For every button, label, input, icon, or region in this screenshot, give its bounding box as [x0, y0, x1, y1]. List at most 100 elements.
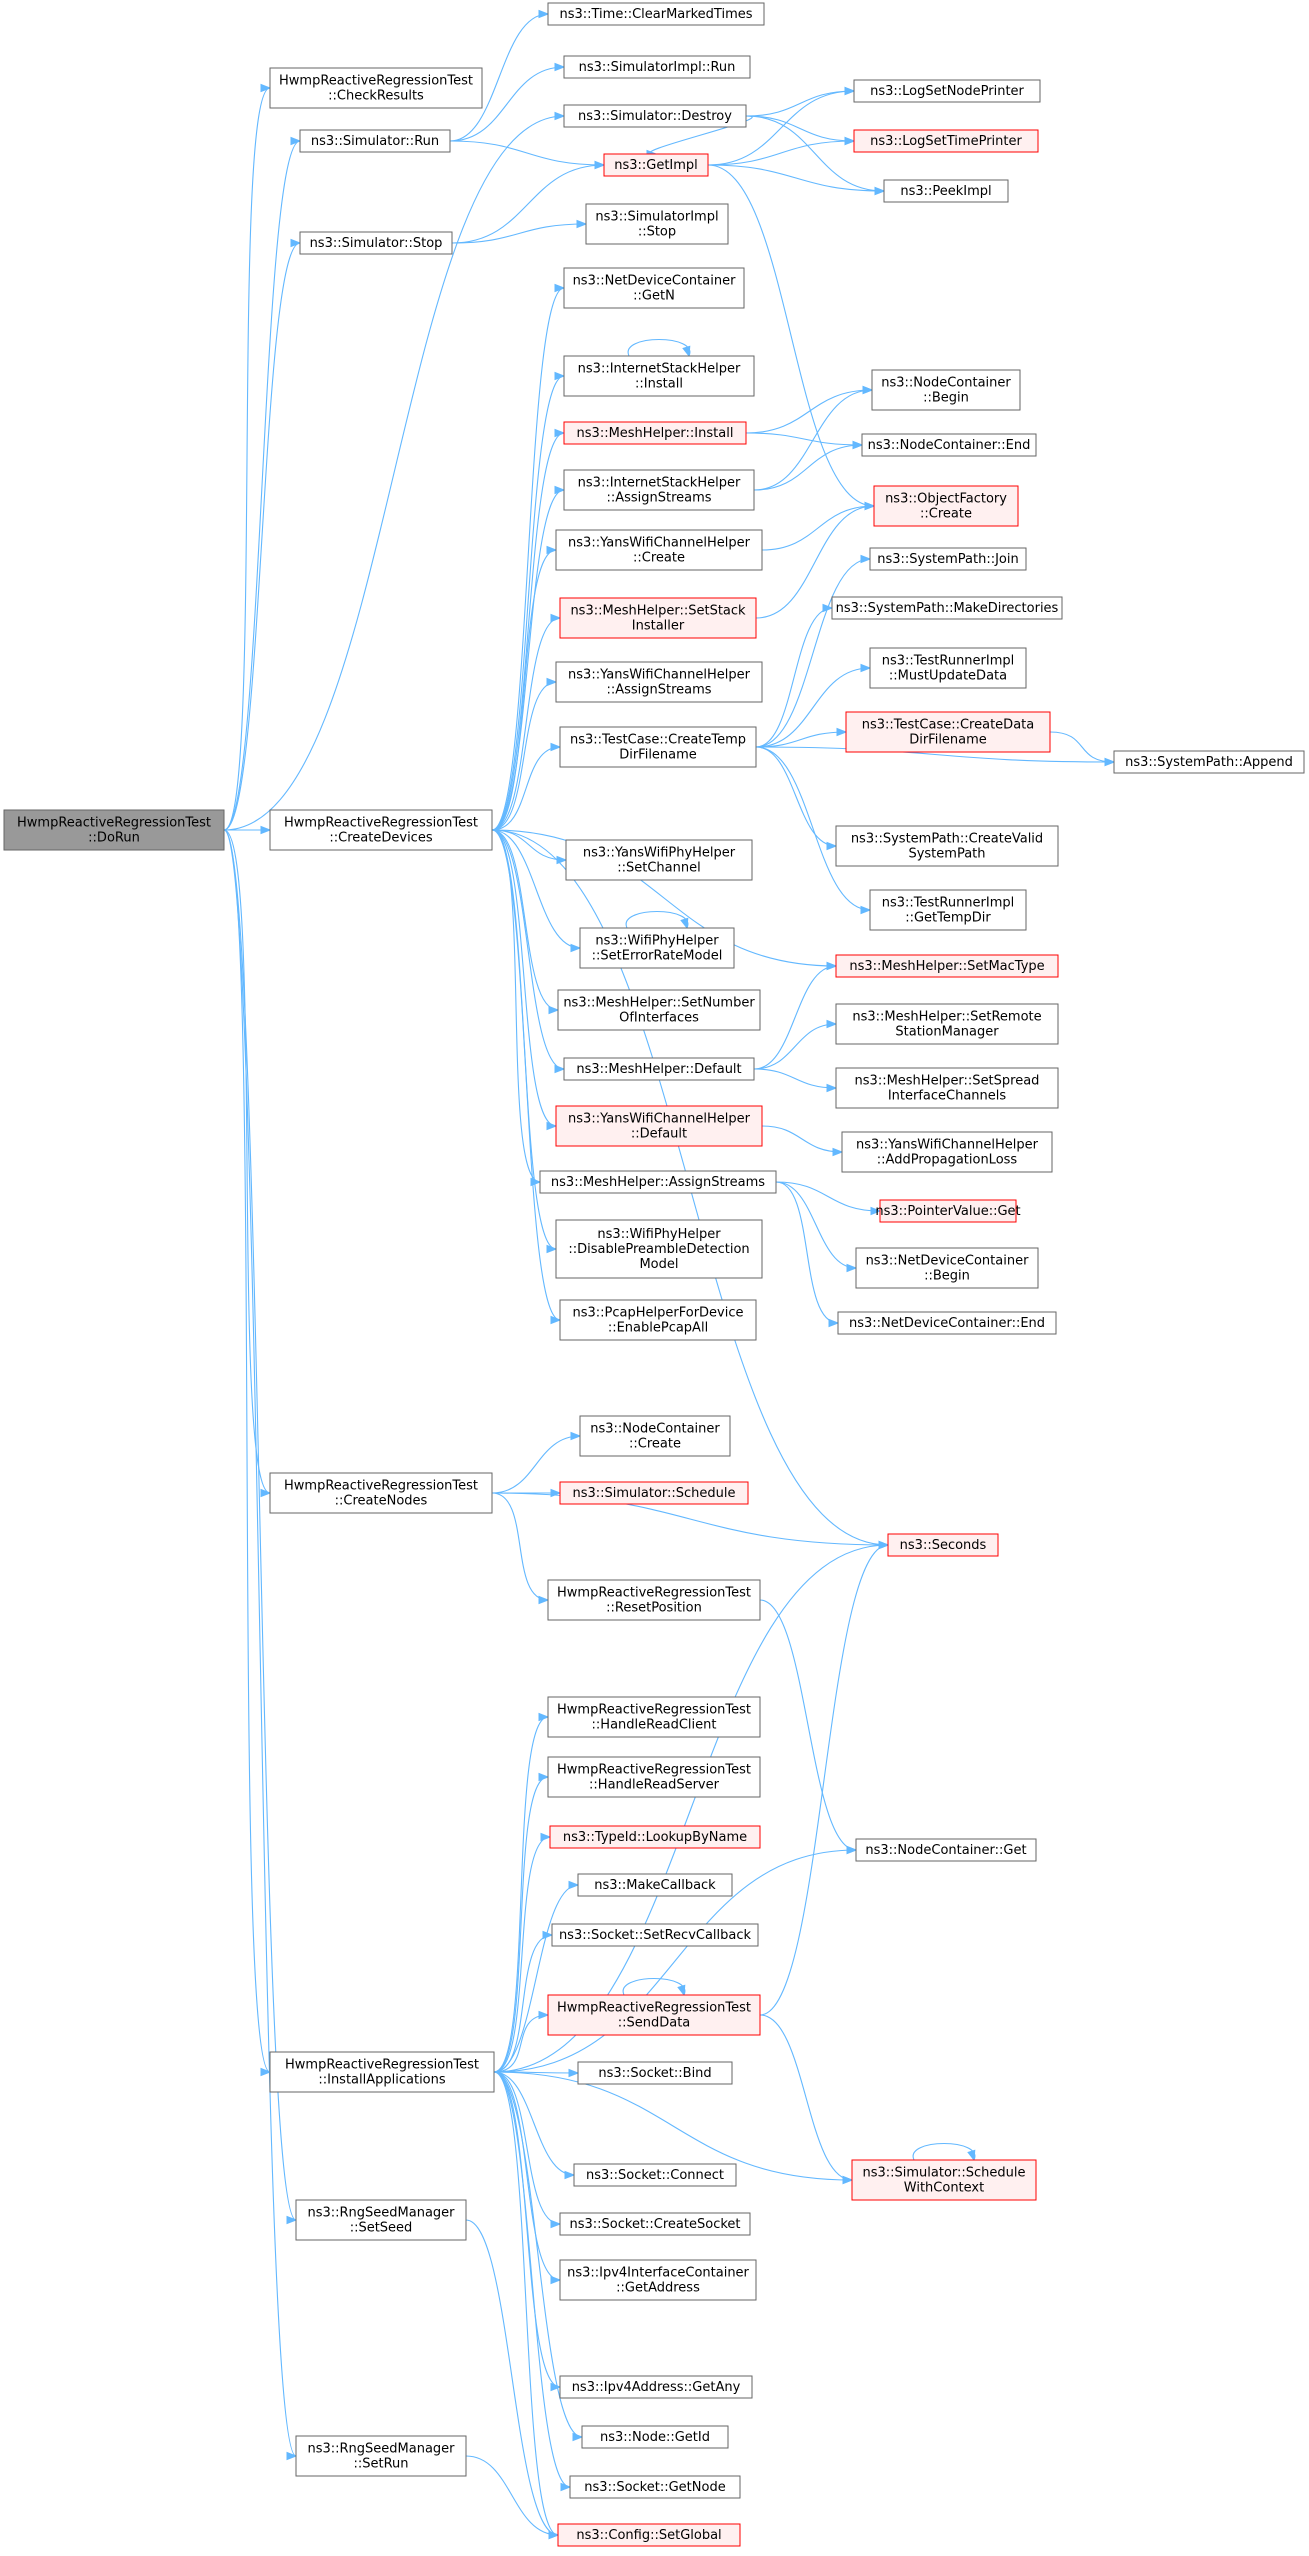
node-box [835, 1003, 1059, 1045]
node-ncget[interactable]: ns3::NodeContainer::Get [855, 1838, 1037, 1862]
node-ywchaddprop[interactable]: ns3::YansWifiChannelHelper::AddPropagati… [841, 1131, 1053, 1173]
edge-tccreatedata-to-spappend [1049, 731, 1115, 763]
arrowhead-createdevices-to-wphdisable [546, 1244, 558, 1254]
node-simrun[interactable]: ns3::Simulator::Run [299, 129, 451, 153]
node-pcapenable[interactable]: ns3::PcapHelperForDevice::EnablePcapAll [559, 1299, 757, 1341]
node-label: DirFilename [909, 733, 987, 748]
node-label: ns3::NodeContainer [881, 376, 1011, 391]
node-checkresults[interactable]: HwmpReactiveRegressionTest::CheckResults [269, 67, 483, 109]
node-simimplrun[interactable]: ns3::SimulatorImpl::Run [563, 55, 751, 79]
node-label: ::SendData [618, 2016, 691, 2031]
node-setrecv[interactable]: ns3::Socket::SetRecvCallback [551, 1923, 759, 1947]
node-ywchassign[interactable]: ns3::YansWifiChannelHelper::AssignStream… [555, 661, 763, 703]
node-label: ns3::YansWifiChannelHelper [568, 668, 751, 683]
node-simstop[interactable]: ns3::Simulator::Stop [299, 231, 453, 255]
edge-installapps-to-socketconnect [493, 2071, 575, 2176]
node-setseed[interactable]: ns3::RngSeedManager::SetSeed [295, 2199, 467, 2241]
node-ishinstall[interactable]: ns3::InternetStackHelper::Install [563, 355, 755, 397]
node-spjoin[interactable]: ns3::SystemPath::Join [869, 547, 1027, 571]
node-createnodes[interactable]: HwmpReactiveRegressionTest::CreateNodes [269, 1472, 493, 1514]
edge-meshassign-to-ndcbegin [775, 1181, 857, 1269]
node-ywchdefault[interactable]: ns3::YansWifiChannelHelper::Default [555, 1105, 763, 1147]
node-spmakedirs[interactable]: ns3::SystemPath::MakeDirectories [831, 596, 1063, 620]
node-resetposition[interactable]: HwmpReactiveRegressionTest::ResetPositio… [547, 1579, 761, 1621]
node-simdestroy[interactable]: ns3::Simulator::Destroy [563, 104, 747, 128]
node-box [603, 153, 709, 177]
node-ipv4getaddr[interactable]: ns3::Ipv4InterfaceContainer::GetAddress [559, 2259, 757, 2301]
node-configsetglobal[interactable]: ns3::Config::SetGlobal [557, 2523, 741, 2547]
node-nccreate[interactable]: ns3::NodeContainer::Create [579, 1415, 731, 1457]
node-box [547, 1579, 761, 1621]
node-createdevices[interactable]: HwmpReactiveRegressionTest::CreateDevice… [269, 809, 493, 851]
node-pointerget[interactable]: ns3::PointerValue::Get [875, 1199, 1021, 1223]
edge-root-to-simrun [223, 140, 301, 831]
arrowhead-createdevices-to-meshsetnumber [548, 1005, 560, 1015]
node-wphseterror[interactable]: ns3::WifiPhyHelper::SetErrorRateModel [579, 927, 735, 969]
node-handleclient[interactable]: HwmpReactiveRegressionTest::HandleReadCl… [547, 1696, 761, 1738]
arrowhead-root-to-createdevices [260, 825, 272, 835]
node-ndcend[interactable]: ns3::NetDeviceContainer::End [837, 1311, 1057, 1335]
node-label: ns3::TestRunnerImpl [882, 654, 1015, 669]
arrowhead-installapps-to-socketcreate [550, 2219, 562, 2229]
node-meshsetspread[interactable]: ns3::MeshHelper::SetSpreadInterfaceChann… [835, 1067, 1059, 1109]
node-makecallback[interactable]: ns3::MakeCallback [577, 1873, 733, 1897]
node-spappend[interactable]: ns3::SystemPath::Append [1113, 750, 1305, 774]
node-lookupbyname[interactable]: ns3::TypeId::LookupByName [549, 1825, 761, 1849]
node-socketcreate[interactable]: ns3::Socket::CreateSocket [559, 2212, 751, 2236]
node-clearmarked[interactable]: ns3::Time::ClearMarkedTimes [547, 2, 765, 26]
node-ywchcreate[interactable]: ns3::YansWifiChannelHelper::Create [555, 529, 763, 571]
node-setrun[interactable]: ns3::RngSeedManager::SetRun [295, 2435, 467, 2477]
node-peekimpl[interactable]: ns3::PeekImpl [883, 179, 1009, 203]
node-logsetnode[interactable]: ns3::LogSetNodePrinter [853, 79, 1041, 103]
node-ipv4getany[interactable]: ns3::Ipv4Address::GetAny [559, 2375, 753, 2399]
node-trgettemp[interactable]: ns3::TestRunnerImpl::GetTempDir [869, 889, 1027, 931]
node-logsettime[interactable]: ns3::LogSetTimePrinter [853, 129, 1039, 153]
node-ncend[interactable]: ns3::NodeContainer::End [861, 433, 1037, 457]
node-nodegetid[interactable]: ns3::Node::GetId [581, 2425, 729, 2449]
node-senddata[interactable]: HwmpReactiveRegressionTest::SendData [547, 1994, 761, 2036]
node-installapps[interactable]: HwmpReactiveRegressionTest::InstallAppli… [269, 2051, 495, 2093]
node-simimplstop[interactable]: ns3::SimulatorImpl::Stop [585, 203, 729, 245]
node-box [861, 433, 1037, 457]
node-label: HwmpReactiveRegressionTest [285, 2058, 479, 2073]
node-label: ns3::SystemPath::Append [1125, 755, 1293, 770]
arrowhead-simstop-to-simimplstop [576, 219, 588, 229]
node-trmustupdate[interactable]: ns3::TestRunnerImpl::MustUpdateData [869, 647, 1027, 689]
node-label: ns3::SystemPath::MakeDirectories [836, 601, 1059, 616]
node-socketconnect[interactable]: ns3::Socket::Connect [573, 2163, 737, 2187]
arrowhead-getimpl-to-logsetnode [844, 86, 856, 96]
node-label: ns3::YansWifiPhyHelper [583, 846, 736, 861]
node-ncbegin[interactable]: ns3::NodeContainer::Begin [871, 369, 1021, 411]
node-label: ns3::PeekImpl [900, 184, 991, 199]
node-wphdisable[interactable]: ns3::WifiPhyHelper::DisablePreambleDetec… [555, 1219, 763, 1279]
node-box [269, 809, 493, 851]
node-meshdefault[interactable]: ns3::MeshHelper::Default [563, 1057, 755, 1081]
node-label: ns3::Simulator::Run [311, 134, 439, 149]
node-simschedule[interactable]: ns3::Simulator::Schedule [559, 1481, 749, 1505]
node-ishassign[interactable]: ns3::InternetStackHelper::AssignStreams [563, 469, 755, 511]
node-getimpl[interactable]: ns3::GetImpl [603, 153, 709, 177]
node-label: ns3::Ipv4Address::GetAny [572, 2380, 741, 2395]
node-root[interactable]: HwmpReactiveRegressionTest::DoRun [3, 809, 225, 851]
node-socketbind[interactable]: ns3::Socket::Bind [577, 2061, 733, 2085]
node-socketgetnode[interactable]: ns3::Socket::GetNode [569, 2475, 741, 2499]
node-meshsetmac[interactable]: ns3::MeshHelper::SetMacType [835, 954, 1059, 978]
node-ywphsetchannel[interactable]: ns3::YansWifiPhyHelper::SetChannel [565, 839, 753, 881]
node-handleserver[interactable]: HwmpReactiveRegressionTest::HandleReadSe… [547, 1756, 761, 1798]
node-objfactory[interactable]: ns3::ObjectFactory::Create [873, 485, 1019, 527]
arrowhead-root-to-simrun [290, 136, 302, 146]
node-ndcgetn[interactable]: ns3::NetDeviceContainer::GetN [563, 267, 745, 309]
node-meshinstall[interactable]: ns3::MeshHelper::Install [563, 421, 747, 445]
edge-schedwithctx-to-schedwithctx [912, 2142, 976, 2161]
node-meshassign[interactable]: ns3::MeshHelper::AssignStreams [539, 1170, 777, 1194]
node-seconds[interactable]: ns3::Seconds [887, 1533, 999, 1557]
edge-simdestroy-to-logsettime [745, 115, 855, 142]
node-ndcbegin[interactable]: ns3::NetDeviceContainer::Begin [855, 1247, 1039, 1289]
